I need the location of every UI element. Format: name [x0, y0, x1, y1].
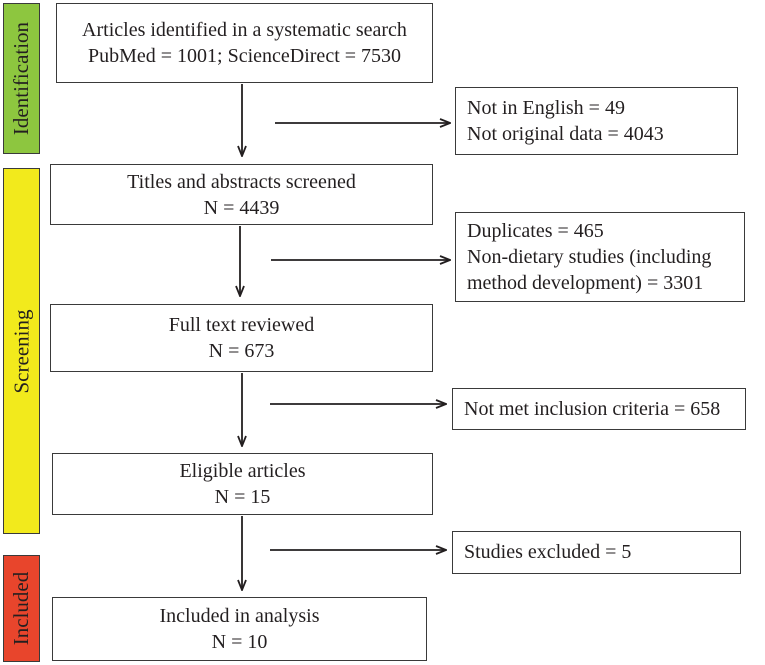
identification-phase-label: Identification: [9, 21, 33, 136]
eligible-count: N = 15: [214, 486, 271, 508]
eligible-title: Eligible articles: [179, 460, 306, 482]
search-box: Articles identified in a systematic sear…: [56, 3, 433, 83]
studies-exclusion-line1: Studies excluded = 5: [464, 541, 632, 563]
screening-phase-label: Screening: [9, 309, 34, 393]
search-box-count: PubMed = 1001; ScienceDirect = 7530: [87, 45, 402, 67]
identification-phase-bar: Identification: [3, 3, 40, 154]
search-box-title: Articles identified in a systematic sear…: [82, 19, 407, 41]
titles-abstracts-title: Titles and abstracts screened: [127, 170, 356, 193]
duplicates-exclusion-line3: method development) = 3301: [467, 272, 704, 294]
language-exclusion-line1: Not in English = 49: [467, 97, 625, 119]
included-analysis-title: Included in analysis: [159, 605, 320, 627]
screening-phase-bar: Screening: [3, 168, 40, 534]
full-text-box: Full text reviewed N = 673: [50, 304, 433, 372]
titles-abstracts-count: N = 4439: [203, 196, 280, 219]
duplicates-exclusion-box: Duplicates = 465 Non-dietary studies (in…: [455, 212, 745, 302]
studies-exclusion-box: Studies excluded = 5: [452, 531, 741, 574]
full-text-count: N = 673: [208, 340, 275, 362]
criteria-exclusion-line1: Not met inclusion criteria = 658: [464, 397, 721, 420]
included-analysis-count: N = 10: [211, 631, 268, 653]
titles-abstracts-box: Titles and abstracts screened N = 4439: [50, 164, 433, 225]
duplicates-exclusion-line2: Non-dietary studies (including: [467, 246, 712, 268]
included-analysis-box: Included in analysis N = 10: [52, 597, 427, 661]
included-phase-bar: Included: [3, 555, 40, 662]
full-text-title: Full text reviewed: [168, 314, 315, 336]
language-exclusion-line2: Not original data = 4043: [467, 123, 664, 145]
eligible-box: Eligible articles N = 15: [52, 453, 433, 515]
duplicates-exclusion-line1: Duplicates = 465: [467, 220, 604, 242]
criteria-exclusion-box: Not met inclusion criteria = 658: [452, 388, 746, 430]
language-exclusion-box: Not in English = 49 Not original data = …: [455, 87, 738, 155]
included-phase-label: Included: [9, 571, 34, 646]
